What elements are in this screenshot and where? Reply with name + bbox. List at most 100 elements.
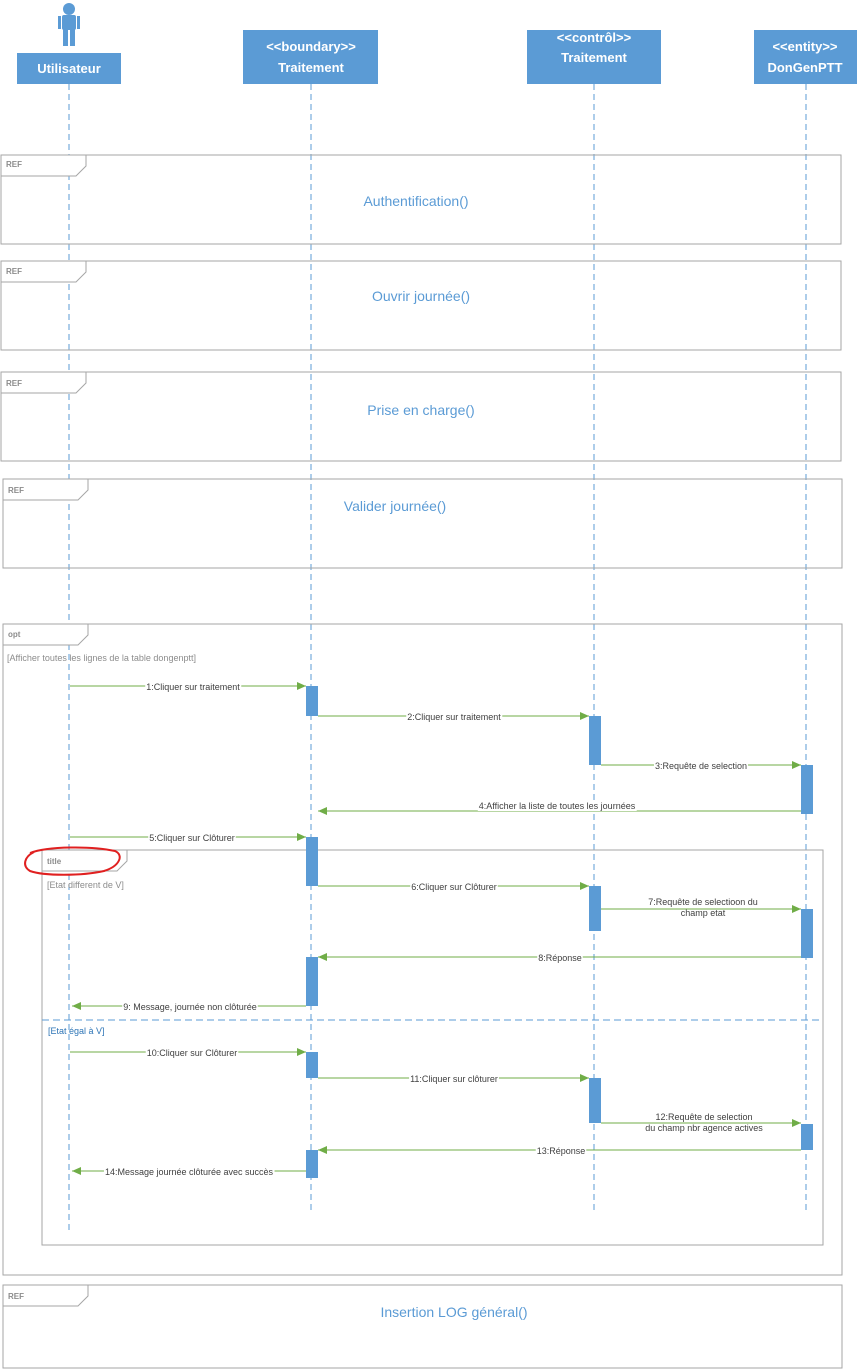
label-background [103, 1167, 275, 1177]
lifeline-name: Traitement [561, 50, 627, 65]
label-background [406, 712, 503, 722]
activation-bar [801, 909, 813, 958]
alt-frame: title [Etat different de V] [Etat égal à… [41, 849, 824, 1246]
alt-guard-1: [Etat different de V] [47, 880, 124, 890]
lifeline-head-boundary-traitement: <<boundary>> Traitement [243, 30, 378, 84]
ref-title: Valider journée() [344, 498, 446, 514]
activation-bar [589, 886, 601, 931]
message-label: 11:Cliquer sur clôturer [410, 1074, 498, 1084]
message-10: 10:Cliquer sur Clôturer [70, 1048, 306, 1058]
lifeline-stereotype: <<boundary>> [266, 39, 356, 54]
message-9: 9: Message, journée non clôturée [72, 1002, 306, 1012]
arrowhead [72, 1167, 81, 1175]
actor-icon [58, 3, 80, 46]
message-2: 2:Cliquer sur traitement [318, 712, 589, 722]
arrowhead [318, 1146, 327, 1154]
ref-frame-authentification: REF Authentification() [0, 154, 842, 245]
frame-operator-label: REF [6, 267, 22, 276]
message-label: 3:Requête de selection [655, 761, 747, 771]
frame-operator-label: title [47, 857, 62, 866]
activation-bar [589, 716, 601, 765]
label-background [122, 1002, 258, 1012]
lifeline-name: DonGenPTT [767, 60, 842, 75]
ref-frame-ouvrir-journee: REF Ouvrir journée() [0, 260, 842, 351]
ref-frame-insertion-log: REF Insertion LOG général() [2, 1284, 843, 1369]
arrowhead [318, 953, 327, 961]
message-label: 14:Message journée clôturée avec succès [105, 1167, 274, 1177]
opt-frame: opt [Afficher toutes les lignes de la ta… [2, 623, 843, 1276]
ref-title: Authentification() [363, 193, 468, 209]
message-label: 10:Cliquer sur Clôturer [147, 1048, 238, 1058]
red-highlight-mark [24, 846, 121, 876]
label-background [653, 761, 749, 771]
message-6: 6:Cliquer sur Clôturer [318, 882, 589, 892]
activation-bar [306, 1150, 318, 1178]
lifeline-head-utilisateur: Utilisateur [17, 53, 121, 84]
arrowhead [297, 682, 306, 690]
label-background [145, 1048, 239, 1058]
lifeline-name: Utilisateur [37, 61, 101, 76]
frame-operator-label: REF [6, 379, 22, 388]
arrowhead [580, 882, 589, 890]
ref-title: Insertion LOG général() [380, 1304, 527, 1320]
message-label: 6:Cliquer sur Clôturer [411, 882, 497, 892]
message-13: 13:Réponse [318, 1146, 801, 1156]
ref-frame-valider-journee: REF Valider journée() [2, 478, 843, 569]
message-11: 11:Cliquer sur clôturer [318, 1074, 589, 1084]
message-label: 13:Réponse [537, 1146, 586, 1156]
message-label: du champ nbr agence actives [645, 1123, 763, 1133]
lifeline-stereotype: <<entity>> [772, 39, 837, 54]
activation-bar [801, 765, 813, 814]
message-3: 3:Requête de selection [601, 761, 801, 771]
arrowhead [318, 807, 327, 815]
arrowhead [580, 712, 589, 720]
frame-operator-label: REF [8, 486, 24, 495]
label-background [409, 1074, 499, 1084]
arrowhead [72, 1002, 81, 1010]
message-1: 1:Cliquer sur traitement [70, 682, 306, 692]
message-label: 1:Cliquer sur traitement [146, 682, 240, 692]
message-label: 9: Message, journée non clôturée [123, 1002, 257, 1012]
frame-operator-label: REF [6, 160, 22, 169]
message-label: 12:Requête de selection [655, 1112, 752, 1122]
message-label: 7:Requête de selectioon du [648, 897, 758, 907]
lifeline-head-control-traitement: <<contrôl>> Traitement [527, 30, 661, 84]
message-4: 4:Afficher la liste de toutes les journé… [318, 801, 801, 815]
ref-title: Prise en charge() [367, 402, 474, 418]
activation-bar [801, 1124, 813, 1150]
activation-bar [306, 837, 318, 886]
frame-operator-label: REF [8, 1292, 24, 1301]
lifeline-head-entity-dongenptt: <<entity>> DonGenPTT [754, 30, 857, 84]
activation-bar [306, 686, 318, 716]
label-background [477, 801, 637, 811]
label-background [148, 833, 236, 843]
label-background [145, 682, 242, 692]
arrowhead [792, 905, 801, 913]
activation-bars [306, 686, 813, 1178]
opt-guard: [Afficher toutes les lignes de la table … [7, 653, 196, 663]
message-label: 4:Afficher la liste de toutes les journé… [479, 801, 636, 811]
frame-operator-label: opt [8, 630, 21, 639]
activation-bar [589, 1078, 601, 1123]
message-14: 14:Message journée clôturée avec succès [72, 1167, 306, 1177]
activation-bar [306, 1052, 318, 1078]
message-label: champ etat [681, 908, 726, 918]
alt-guard-2: [Etat égal à V] [48, 1026, 105, 1036]
label-background [537, 953, 583, 963]
label-background [535, 1146, 587, 1156]
message-label: 2:Cliquer sur traitement [407, 712, 501, 722]
message-label: 8:Réponse [538, 953, 582, 963]
label-background [410, 882, 498, 892]
lifeline-name: Traitement [278, 60, 344, 75]
messages: 1:Cliquer sur traitement 2:Cliquer sur tr… [70, 682, 801, 1177]
message-8: 8:Réponse [318, 953, 801, 963]
message-5: 5:Cliquer sur Clôturer [70, 833, 306, 843]
message-label: 5:Cliquer sur Clôturer [149, 833, 235, 843]
arrowhead [580, 1074, 589, 1082]
arrowhead [297, 1048, 306, 1056]
ref-frame-prise-en-charge: REF Prise en charge() [0, 371, 842, 462]
arrowhead [792, 761, 801, 769]
